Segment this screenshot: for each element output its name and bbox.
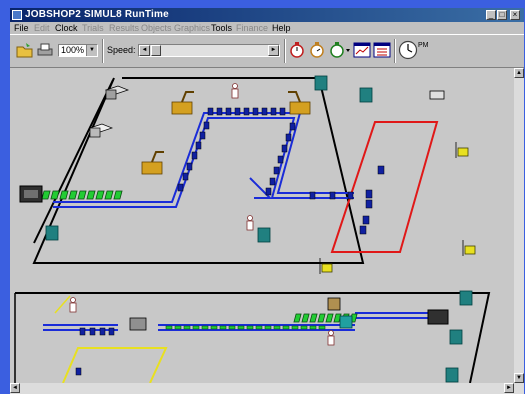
speed-slider-right-arrow[interactable]: ► bbox=[268, 45, 279, 56]
maximize-button[interactable]: □ bbox=[497, 10, 507, 20]
step-icon[interactable] bbox=[328, 41, 352, 59]
storage-area bbox=[62, 347, 168, 384]
menu-results[interactable]: Results bbox=[109, 23, 140, 33]
menu-tools[interactable]: Tools bbox=[211, 23, 233, 33]
chevron-down-icon[interactable]: ▼ bbox=[86, 45, 97, 56]
minimize-button[interactable]: _ bbox=[486, 10, 496, 20]
stopwatch-run-icon[interactable] bbox=[308, 41, 326, 59]
horizontal-scrollbar[interactable]: ◄ ► bbox=[10, 383, 524, 394]
clock-icon bbox=[398, 40, 418, 60]
speed-slider-left-arrow[interactable]: ◄ bbox=[139, 45, 150, 56]
menu-objects[interactable]: Objects bbox=[141, 23, 172, 33]
toolbar: 100% ▼ Speed: ◄ ► bbox=[10, 34, 524, 68]
toolbar-separator bbox=[102, 39, 104, 63]
window-title: JOBSHOP2 SIMUL8 RunTime bbox=[25, 9, 169, 20]
toolbar-separator bbox=[394, 39, 396, 63]
storage-box bbox=[88, 85, 445, 138]
menu-bar: File Edit Clock Trials Results Objects G… bbox=[10, 22, 524, 34]
factory-layout bbox=[14, 75, 491, 384]
vertical-scrollbar[interactable]: ▲ ▼ bbox=[514, 68, 524, 383]
speed-slider[interactable]: ◄ ► bbox=[138, 44, 280, 57]
menu-edit[interactable]: Edit bbox=[34, 23, 50, 33]
zoom-value: 100% bbox=[61, 45, 85, 55]
speed-label: Speed: bbox=[107, 45, 136, 55]
menu-help[interactable]: Help bbox=[272, 23, 291, 33]
zoom-select[interactable]: 100% ▼ bbox=[58, 44, 98, 57]
upper-conveyor bbox=[53, 112, 354, 208]
speed-slider-thumb[interactable] bbox=[151, 45, 161, 56]
worker-figure bbox=[69, 83, 335, 346]
clock-ampm: PM bbox=[418, 42, 429, 49]
stopwatch-reset-icon[interactable] bbox=[288, 41, 306, 59]
results-chart-icon[interactable] bbox=[353, 41, 371, 59]
menu-graphics[interactable]: Graphics bbox=[174, 23, 211, 33]
work-items-green bbox=[32, 190, 123, 200]
upper-floor-outline bbox=[32, 77, 365, 264]
app-icon[interactable] bbox=[12, 10, 22, 20]
close-button[interactable]: × bbox=[510, 10, 520, 20]
work-items-blue bbox=[75, 107, 385, 376]
simul8-window: JOBSHOP2 SIMUL8 RunTime _ □ × File Edit … bbox=[10, 8, 524, 394]
assembly-machine bbox=[129, 297, 353, 331]
menu-clock[interactable]: Clock bbox=[55, 23, 78, 33]
dark-machine bbox=[19, 185, 449, 325]
print-icon[interactable] bbox=[36, 41, 54, 59]
title-bar[interactable]: JOBSHOP2 SIMUL8 RunTime _ □ × bbox=[10, 8, 524, 22]
open-folder-icon[interactable] bbox=[16, 41, 34, 59]
machine-unit bbox=[45, 75, 473, 383]
lower-conveyor bbox=[43, 312, 440, 331]
properties-icon[interactable] bbox=[373, 41, 391, 59]
queue-area bbox=[330, 121, 439, 253]
scroll-up-arrow[interactable]: ▲ bbox=[514, 68, 524, 78]
scroll-left-arrow[interactable]: ◄ bbox=[10, 383, 20, 393]
toolbar-separator bbox=[284, 39, 286, 63]
menu-trials[interactable]: Trials bbox=[82, 23, 104, 33]
forklift bbox=[319, 142, 476, 274]
simulation-canvas[interactable] bbox=[10, 68, 514, 384]
robot-machine bbox=[141, 91, 311, 175]
scroll-down-arrow[interactable]: ▼ bbox=[514, 373, 524, 383]
menu-finance[interactable]: Finance bbox=[236, 23, 269, 33]
lower-floor-outline bbox=[15, 292, 491, 384]
scroll-right-arrow[interactable]: ► bbox=[504, 383, 514, 393]
menu-file[interactable]: File bbox=[14, 23, 29, 33]
